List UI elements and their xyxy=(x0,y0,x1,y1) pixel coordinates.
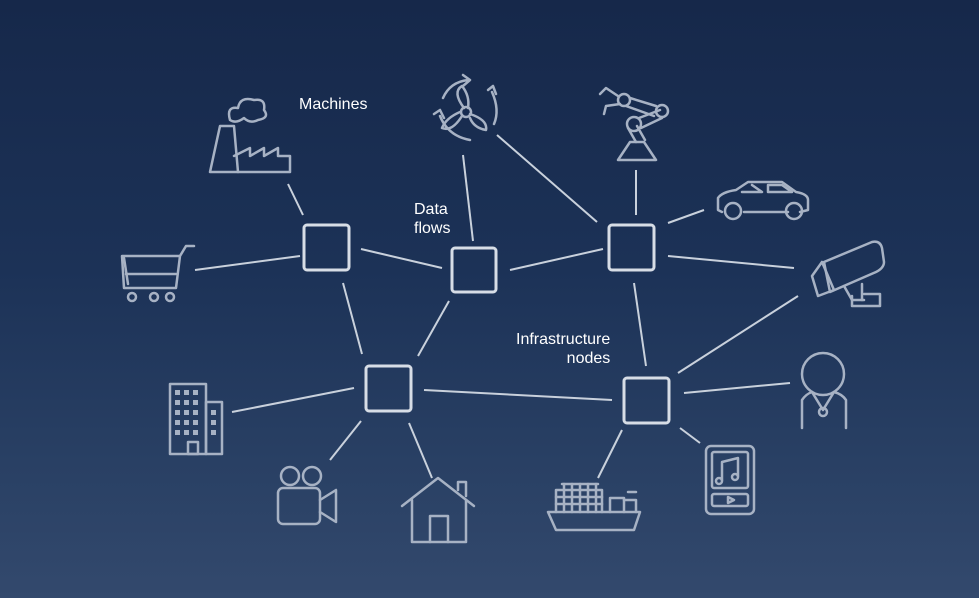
building-windows xyxy=(175,390,216,435)
link-factory-node1 xyxy=(287,183,304,216)
link-node3-house xyxy=(408,422,433,479)
robot-arm-icon xyxy=(598,86,670,162)
data-flows-label: Data flows xyxy=(414,201,451,237)
link-turbine-node4 xyxy=(496,134,598,223)
music-player-icon xyxy=(704,444,756,516)
infrastructure-nodes-label: Infrastructure nodes xyxy=(516,331,611,367)
person-icon xyxy=(800,351,848,430)
cargo-ship-icon xyxy=(546,482,642,532)
link-node2-node4 xyxy=(509,248,604,271)
link-node1-node3 xyxy=(342,282,363,355)
link-node1-node2 xyxy=(360,248,443,269)
link-building-node3 xyxy=(231,387,355,413)
link-turbine-node2 xyxy=(462,154,474,242)
security-camera-icon xyxy=(810,240,886,308)
machines-label: Machines xyxy=(299,96,368,113)
link-node5-music xyxy=(679,427,701,444)
link-camera-node4 xyxy=(667,255,795,269)
wind-turbine-icon xyxy=(432,73,498,142)
video-camera-icon xyxy=(276,465,338,526)
infrastructure-nodes xyxy=(302,223,671,425)
link-node4-node5 xyxy=(633,282,647,367)
link-node5-person xyxy=(683,382,791,394)
link-node5-camera xyxy=(677,295,799,374)
connections xyxy=(194,134,799,479)
node-2 xyxy=(450,246,498,294)
link-node5-ship xyxy=(597,429,623,479)
factory-icon xyxy=(208,97,292,174)
link-car-node4 xyxy=(667,209,705,224)
node-5 xyxy=(622,376,671,425)
node-1 xyxy=(302,223,351,272)
link-node2-node3 xyxy=(417,300,450,357)
link-node3-node5 xyxy=(423,389,613,401)
house-icon xyxy=(400,476,476,544)
link-node3-videocam xyxy=(329,420,362,461)
car-icon xyxy=(716,180,810,221)
shopping-cart-icon xyxy=(120,244,196,303)
office-building-icon xyxy=(168,382,224,456)
node-4 xyxy=(607,223,656,272)
node-3 xyxy=(364,364,413,413)
link-cart-node1 xyxy=(194,255,301,271)
